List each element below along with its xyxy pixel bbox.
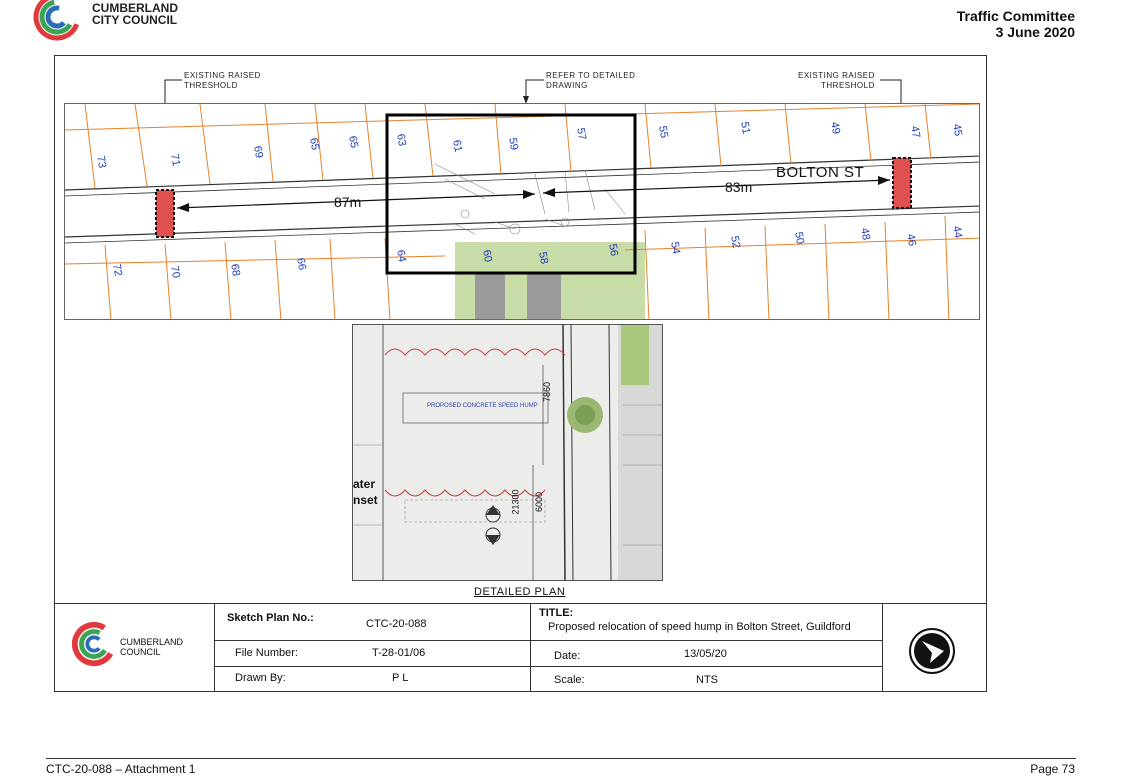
council-logo-icon [33,0,81,41]
logo-text: CUMBERLAND CITY COUNCIL [92,2,178,26]
meeting-date: 3 June 2020 [995,24,1075,40]
note-right: EXISTING RAISED THRESHOLD [798,71,875,91]
lot-number: 63 [394,132,409,148]
lot-number: 59 [506,136,521,152]
distance-left: 87m [334,194,362,210]
inset-label: nset [353,493,378,507]
lot-number: 46 [904,232,919,248]
proposed-hump-label: PROPOSED CONCRETE SPEED HUMP [427,403,538,409]
sketch-plan-value: CTC-20-088 [366,618,427,630]
note-center-line1: REFER TO DETAILED [546,71,636,80]
date-label: Date: [554,650,581,662]
drawing-frame [54,55,987,692]
lot-number: 64 [394,248,409,264]
file-number-value: T-28-01/06 [372,647,426,659]
lot-number: 54 [668,240,683,256]
detail-callout-box [385,113,637,275]
scale-label: Scale: [554,674,585,686]
drawn-by-label: Drawn By: [235,672,286,684]
dimension-label: 6000 [534,491,545,513]
lot-number: 57 [574,126,589,142]
note-right-line1: EXISTING RAISED [798,71,875,80]
lot-number: 58 [536,250,551,266]
lot-number: 51 [738,120,753,136]
date-value: 13/05/20 [684,648,727,660]
logo-line2: COUNCIL [120,647,161,657]
street-map-drawing [65,104,979,319]
scale-value: NTS [696,674,718,686]
lot-number: 70 [168,264,183,280]
lot-number: 68 [228,262,243,278]
title-block-logo-text: CUMBERLAND COUNCIL [120,637,183,657]
lot-number: 49 [828,120,843,136]
logo-line1: CUMBERLAND [120,637,184,647]
logo-line1: CUMBERLAND [92,1,178,15]
lot-number: 44 [950,224,965,240]
detailed-plan-drawing [353,325,662,580]
lot-number: 69 [251,144,266,160]
lot-number: 56 [606,242,621,258]
note-center-line2: DRAWING [546,81,588,90]
dimension-label: 7860 [542,381,553,403]
lot-number: 73 [94,154,109,170]
lot-number: 52 [728,234,743,250]
council-logo-icon [71,621,117,667]
lot-number: 66 [294,256,309,272]
note-center: REFER TO DETAILED DRAWING [546,71,635,91]
sketch-plan-label: Sketch Plan No.: [227,612,314,624]
detailed-plan-label: DETAILED PLAN [474,586,566,598]
lot-number: 45 [950,122,965,138]
note-right-line2: THRESHOLD [821,81,875,90]
meeting-header: Traffic Committee 3 June 2020 [957,8,1075,40]
lot-number: 47 [908,124,923,140]
note-left: EXISTING RAISED THRESHOLD [184,71,261,91]
logo-line2: CITY COUNCIL [92,13,178,27]
street-name: BOLTON ST [776,164,865,181]
file-number-label: File Number: [235,647,298,659]
lot-number: 71 [168,152,183,168]
title-label: TITLE: [539,607,574,619]
distance-right: 83m [725,179,753,195]
dimension-label: 21300 [510,489,521,515]
drawn-by-value: P L [392,672,409,684]
lot-number: 65 [346,134,361,150]
title-value: Proposed relocation of speed hump in Bol… [548,621,851,633]
lot-number: 48 [858,226,873,242]
lot-number: 61 [450,138,465,154]
lot-number: 55 [656,124,671,140]
title-block: CUMBERLAND COUNCIL Sketch Plan No.: CTC-… [54,603,987,692]
water-label: ater [353,477,376,491]
committee-name: Traffic Committee [956,8,1075,24]
footer-page-number: Page 73 [1030,762,1075,776]
council-logo [32,0,82,42]
footer-rule [46,758,1076,759]
lot-number: 50 [792,230,807,246]
street-map: BOLTON ST 87m 83m 73 71 69 65 65 63 61 5… [64,103,980,320]
north-arrow-icon [908,627,956,680]
lot-number: 60 [480,248,495,264]
note-left-line2: THRESHOLD [184,81,238,90]
hump-left [155,189,175,238]
title-block-logo [70,620,118,673]
lot-number: 72 [110,262,125,278]
lot-number: 65 [307,136,322,152]
footer-attachment: CTC-20-088 – Attachment 1 [46,762,196,776]
detailed-plan-image: PROPOSED CONCRETE SPEED HUMP 7860 21300 … [352,324,663,581]
hump-right [892,157,912,209]
note-left-line1: EXISTING RAISED [184,71,261,80]
